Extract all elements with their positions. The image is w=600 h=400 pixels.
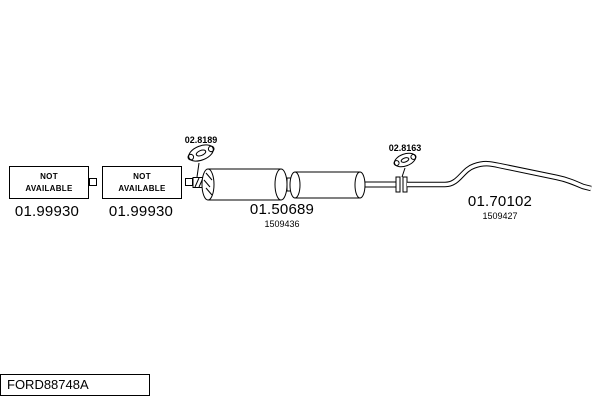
part-number-left-1: 01.99930 bbox=[14, 203, 80, 220]
flange-joint-drawing bbox=[395, 176, 408, 193]
not-available-box-1: NOT AVAILABLE bbox=[9, 166, 89, 199]
connector-square-icon bbox=[185, 178, 193, 186]
not-available-box-2: NOT AVAILABLE bbox=[102, 166, 182, 199]
part-number-left-2: 01.99930 bbox=[108, 203, 174, 220]
gasket-icon bbox=[187, 144, 215, 178]
part-number-tailpipe: 01.70102 bbox=[467, 193, 533, 210]
part-number-gasket-2: 02.8163 bbox=[388, 143, 422, 153]
tailpipe-drawing bbox=[407, 160, 592, 192]
mid-pipe-drawing bbox=[365, 181, 396, 188]
part-ref-tailpipe: 1509427 bbox=[482, 211, 518, 221]
rear-muffler-drawing bbox=[289, 171, 366, 199]
front-muffler-drawing bbox=[201, 168, 288, 201]
gasket-icon bbox=[393, 152, 417, 178]
part-number-gasket-1: 02.8189 bbox=[184, 135, 218, 145]
part-ref-muffler: 1509436 bbox=[264, 219, 300, 229]
part-number-muffler: 01.50689 bbox=[249, 201, 315, 218]
diagram-code-box: FORD88748A bbox=[0, 374, 150, 396]
connector-square-icon bbox=[89, 178, 97, 186]
